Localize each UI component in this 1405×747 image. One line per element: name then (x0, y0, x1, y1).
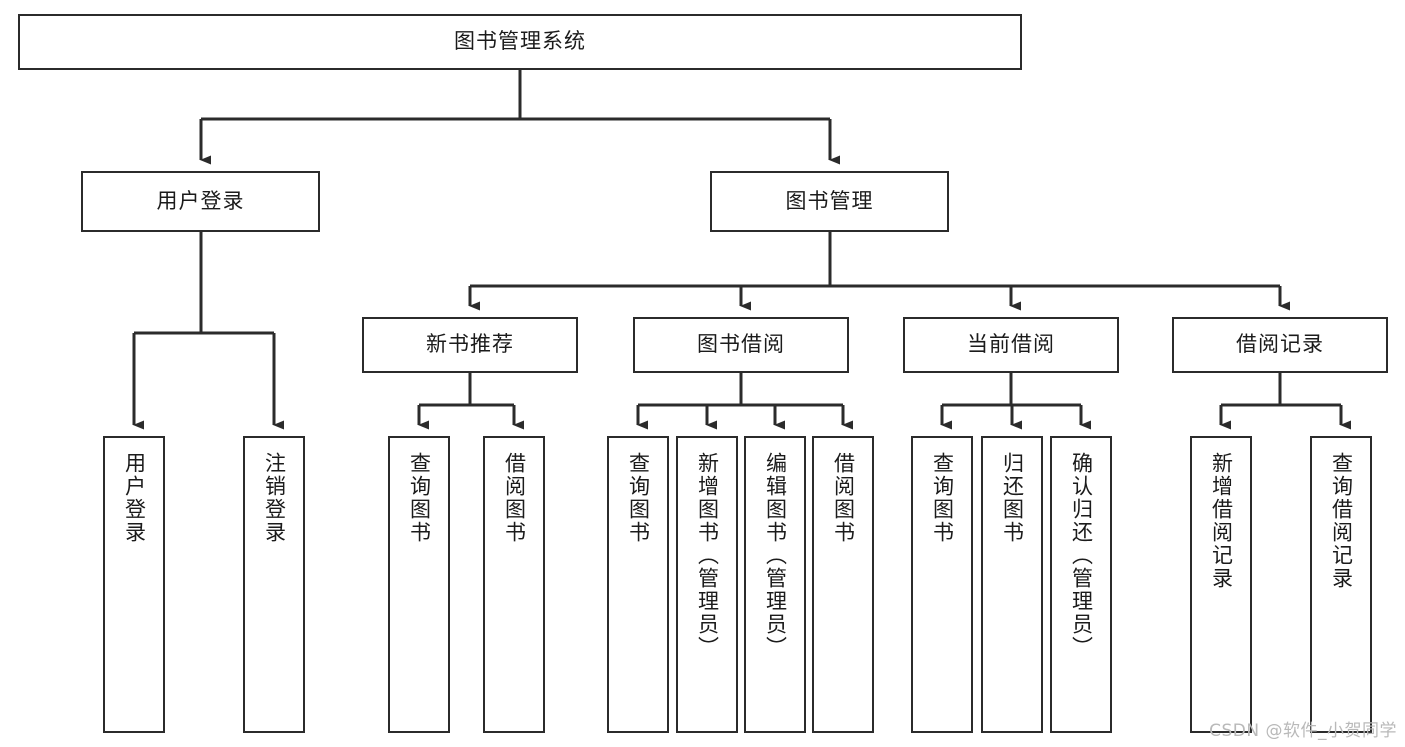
node-label: 借阅图书 (502, 452, 527, 544)
node-label: 图书借阅 (697, 332, 785, 357)
node-leaf-add-book[interactable]: 新增图书（管理员） (676, 436, 738, 733)
node-label: 查询借阅记录 (1329, 452, 1354, 590)
node-label: 当前借阅 (967, 332, 1055, 357)
node-label: 新增图书（管理员） (695, 452, 720, 659)
node-label: 用户登录 (122, 452, 147, 544)
node-current-borrow[interactable]: 当前借阅 (903, 317, 1119, 373)
node-leaf-borrow-book-2[interactable]: 借阅图书 (812, 436, 874, 733)
node-borrow-record[interactable]: 借阅记录 (1172, 317, 1388, 373)
node-label: 归还图书 (1000, 452, 1025, 544)
node-leaf-return-book[interactable]: 归还图书 (981, 436, 1043, 733)
node-label: 确认归还（管理员） (1069, 452, 1094, 659)
node-leaf-confirm-return[interactable]: 确认归还（管理员） (1050, 436, 1112, 733)
node-label: 新书推荐 (426, 332, 514, 357)
node-user-login[interactable]: 用户登录 (81, 171, 320, 232)
node-leaf-query-book-2[interactable]: 查询图书 (607, 436, 669, 733)
node-label: 新增借阅记录 (1209, 452, 1234, 590)
node-leaf-add-record[interactable]: 新增借阅记录 (1190, 436, 1252, 733)
node-leaf-query-book-1[interactable]: 查询图书 (388, 436, 450, 733)
node-label: 用户登录 (156, 188, 245, 213)
node-label: 查询图书 (626, 452, 651, 544)
node-label: 查询图书 (407, 452, 432, 544)
node-label: 查询图书 (930, 452, 955, 544)
node-label: 编辑图书（管理员） (763, 452, 788, 659)
node-book-borrow[interactable]: 图书借阅 (633, 317, 849, 373)
node-label: 注销登录 (262, 452, 287, 544)
node-leaf-logout[interactable]: 注销登录 (243, 436, 305, 733)
node-label: 图书管理系统 (454, 29, 586, 54)
node-label: 图书管理 (785, 188, 874, 213)
node-leaf-edit-book[interactable]: 编辑图书（管理员） (744, 436, 806, 733)
node-label: 借阅图书 (831, 452, 856, 544)
node-leaf-user-login[interactable]: 用户登录 (103, 436, 165, 733)
node-new-book-rec[interactable]: 新书推荐 (362, 317, 578, 373)
node-leaf-borrow-book-1[interactable]: 借阅图书 (483, 436, 545, 733)
node-leaf-query-book-3[interactable]: 查询图书 (911, 436, 973, 733)
node-leaf-query-record[interactable]: 查询借阅记录 (1310, 436, 1372, 733)
node-book-manage[interactable]: 图书管理 (710, 171, 949, 232)
csdn-watermark: CSDN @软件_小贺同学 (1209, 721, 1397, 741)
node-root[interactable]: 图书管理系统 (18, 14, 1022, 70)
node-label: 借阅记录 (1236, 332, 1324, 357)
